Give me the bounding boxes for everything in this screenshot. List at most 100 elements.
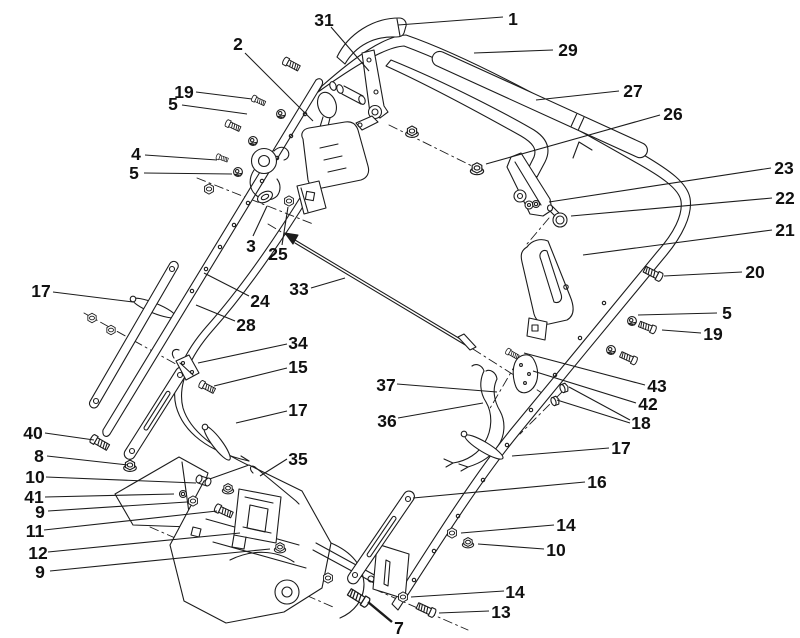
callout-17: 17 <box>235 400 308 424</box>
back-plate <box>372 543 410 600</box>
callout-5: 5 <box>168 94 248 115</box>
callout-17: 17 <box>31 281 134 303</box>
callout-label: 29 <box>558 40 578 60</box>
flange-nut-8 <box>123 459 137 472</box>
screw <box>223 118 242 133</box>
callout-10: 10 <box>25 467 197 487</box>
callout-12: 12 <box>28 532 241 563</box>
leader-line <box>460 524 555 534</box>
callout-label: 5 <box>168 94 178 114</box>
callout-23: 23 <box>548 158 794 203</box>
callout-label: 42 <box>638 394 658 414</box>
callout-label: 24 <box>250 291 270 311</box>
callout-label: 17 <box>611 438 630 458</box>
bolt <box>618 350 639 366</box>
bolt-7 <box>345 586 372 609</box>
callout-40: 40 <box>23 423 95 443</box>
callout-label: 1 <box>508 9 518 29</box>
callout-label: 33 <box>289 279 309 299</box>
callout-label: 14 <box>505 582 525 602</box>
callout-7: 7 <box>367 601 404 638</box>
callout-24: 24 <box>203 272 270 311</box>
leader-line <box>195 304 236 322</box>
upper-handle <box>336 17 407 65</box>
support-strap-34 <box>123 348 200 460</box>
callout-28: 28 <box>195 304 256 335</box>
callout-label: 25 <box>268 244 288 264</box>
callout-1: 1 <box>397 9 518 29</box>
callout-3: 3 <box>246 205 268 256</box>
washer-41 <box>178 489 188 499</box>
callout-22: 22 <box>570 188 795 217</box>
callout-label: 14 <box>556 515 576 535</box>
leader-line <box>637 312 718 316</box>
leader-line <box>310 277 346 289</box>
leader-line <box>47 532 241 553</box>
callout-4: 4 <box>131 144 218 164</box>
callout-29: 29 <box>473 40 578 60</box>
panel-edge-mark <box>572 141 593 159</box>
callout-label: 20 <box>745 262 765 282</box>
hex-nut <box>323 572 333 584</box>
callout-label: 19 <box>703 324 723 344</box>
leader-line <box>45 476 197 484</box>
callout-label: 13 <box>491 602 511 622</box>
leader-line <box>535 90 620 101</box>
callout-19: 19 <box>661 324 723 344</box>
push-clip-5 <box>233 167 243 177</box>
shoulder-bolt-22 <box>546 204 568 228</box>
leader-line <box>663 271 743 277</box>
deck-bracket-12 <box>231 488 282 550</box>
leader-line <box>181 104 248 115</box>
callout-label: 35 <box>288 449 308 469</box>
hex-nut-25 <box>284 195 294 207</box>
callout-18: 18 <box>556 386 651 433</box>
callout-20: 20 <box>663 262 765 282</box>
callout-label: 5 <box>722 303 732 323</box>
leader-line <box>144 154 218 161</box>
leader-line <box>568 386 631 421</box>
bushing-10 <box>195 474 212 487</box>
bolt-13 <box>414 601 438 619</box>
callout-label: 28 <box>236 315 256 335</box>
callout-15: 15 <box>213 357 308 387</box>
bolt-15 <box>197 379 217 395</box>
leader-line <box>203 272 250 297</box>
callout-label: 8 <box>34 446 44 466</box>
callout-label: 7 <box>394 618 404 638</box>
right-lever-assembly <box>520 239 574 341</box>
push-clip-5 <box>627 316 637 326</box>
mower-deck <box>114 456 379 624</box>
callout-label: 15 <box>288 357 308 377</box>
hex-nut <box>204 183 214 195</box>
callout-10: 10 <box>477 540 566 560</box>
callout-5: 5 <box>637 303 732 323</box>
callout-27: 27 <box>535 81 643 101</box>
callout-26: 26 <box>485 104 683 165</box>
hex-nut <box>106 324 116 336</box>
callout-label: 31 <box>314 10 334 30</box>
callout-label: 5 <box>129 163 139 183</box>
leader-line <box>397 402 484 419</box>
leader-line <box>46 455 129 466</box>
callout-label: 21 <box>775 220 795 240</box>
callout-label: 3 <box>246 236 256 256</box>
callout-label: 10 <box>546 540 566 560</box>
callout-34: 34 <box>197 333 308 364</box>
callout-label: 41 <box>24 487 44 507</box>
leader-line <box>47 501 188 512</box>
callout-36: 36 <box>377 402 484 431</box>
leader-line <box>213 367 288 387</box>
leader-line <box>523 352 646 386</box>
callout-35: 35 <box>259 449 308 477</box>
callout-17: 17 <box>511 438 631 458</box>
shift-lever-assembly <box>296 91 370 215</box>
callout-label: 12 <box>28 543 48 563</box>
leader-line <box>397 16 504 26</box>
callout-label: 9 <box>35 502 45 522</box>
flange-nut-10 <box>461 537 475 549</box>
callout-label: 17 <box>31 281 50 301</box>
callout-label: 10 <box>25 467 45 487</box>
